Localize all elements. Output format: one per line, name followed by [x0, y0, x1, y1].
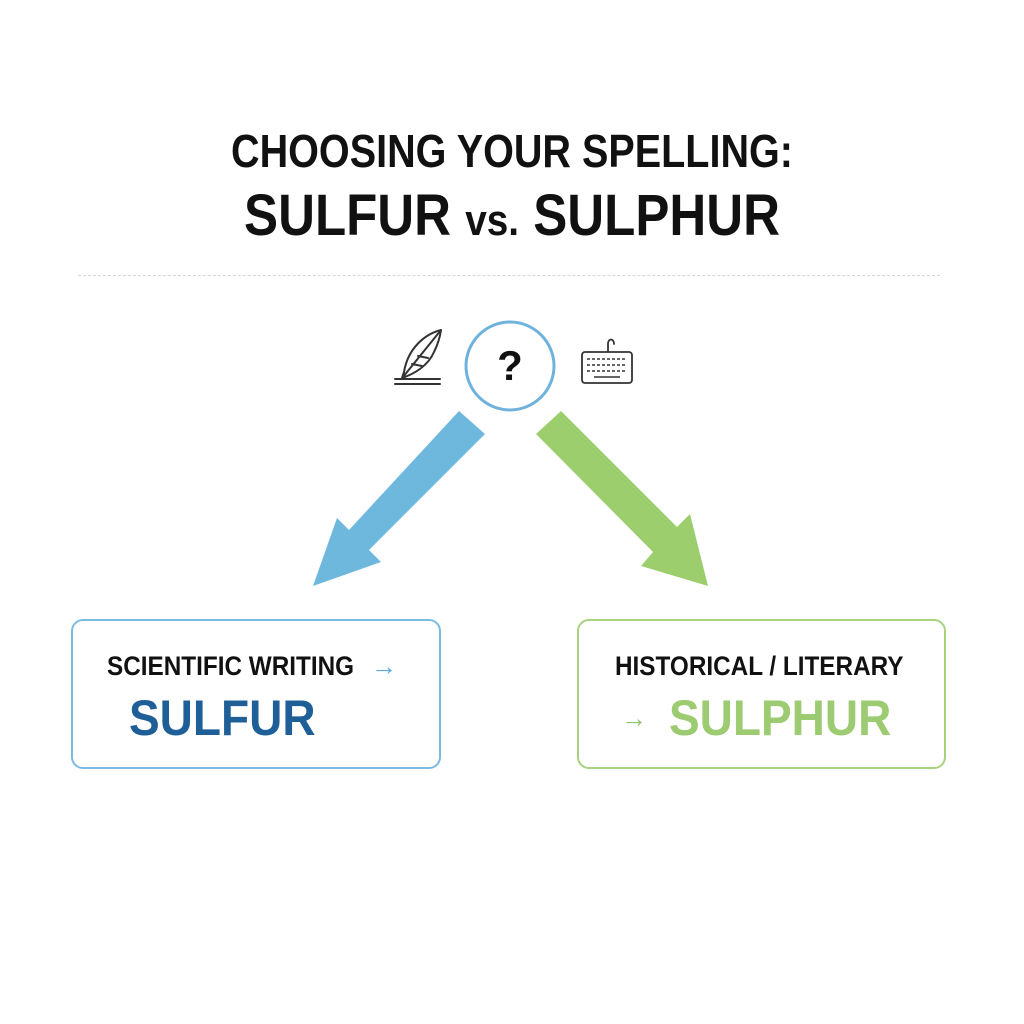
title-sulphur: SULPHUR: [533, 183, 780, 248]
green-arrow-right: [536, 411, 708, 586]
dashed-divider: [78, 275, 940, 276]
blue-arrow-left: [313, 411, 485, 586]
keyboard-icon: [581, 338, 633, 384]
title-sulfur: SULFUR: [244, 183, 452, 248]
question-circle: [464, 320, 556, 412]
scientific-writing-box: SCIENTIFIC WRITING → SULFUR: [71, 619, 441, 769]
right-arrow-icon: →: [621, 703, 647, 733]
title-vs: vs.: [465, 196, 520, 245]
historical-literary-label: HISTORICAL / LITERARY: [615, 651, 904, 681]
quill-pen-icon: [394, 329, 442, 385]
sulfur-word: SULFUR: [129, 690, 316, 746]
question-mark: ?: [497, 342, 523, 389]
scientific-writing-label: SCIENTIFIC WRITING: [107, 651, 355, 681]
historical-literary-box: HISTORICAL / LITERARY → SULPHUR: [577, 619, 946, 769]
title-line-2: SULFUR vs. SULPHUR: [61, 182, 962, 249]
title-line-1: CHOOSING YOUR SPELLING:: [231, 125, 793, 177]
right-arrow-icon: →: [371, 651, 397, 681]
sulphur-word: SULPHUR: [669, 690, 892, 746]
